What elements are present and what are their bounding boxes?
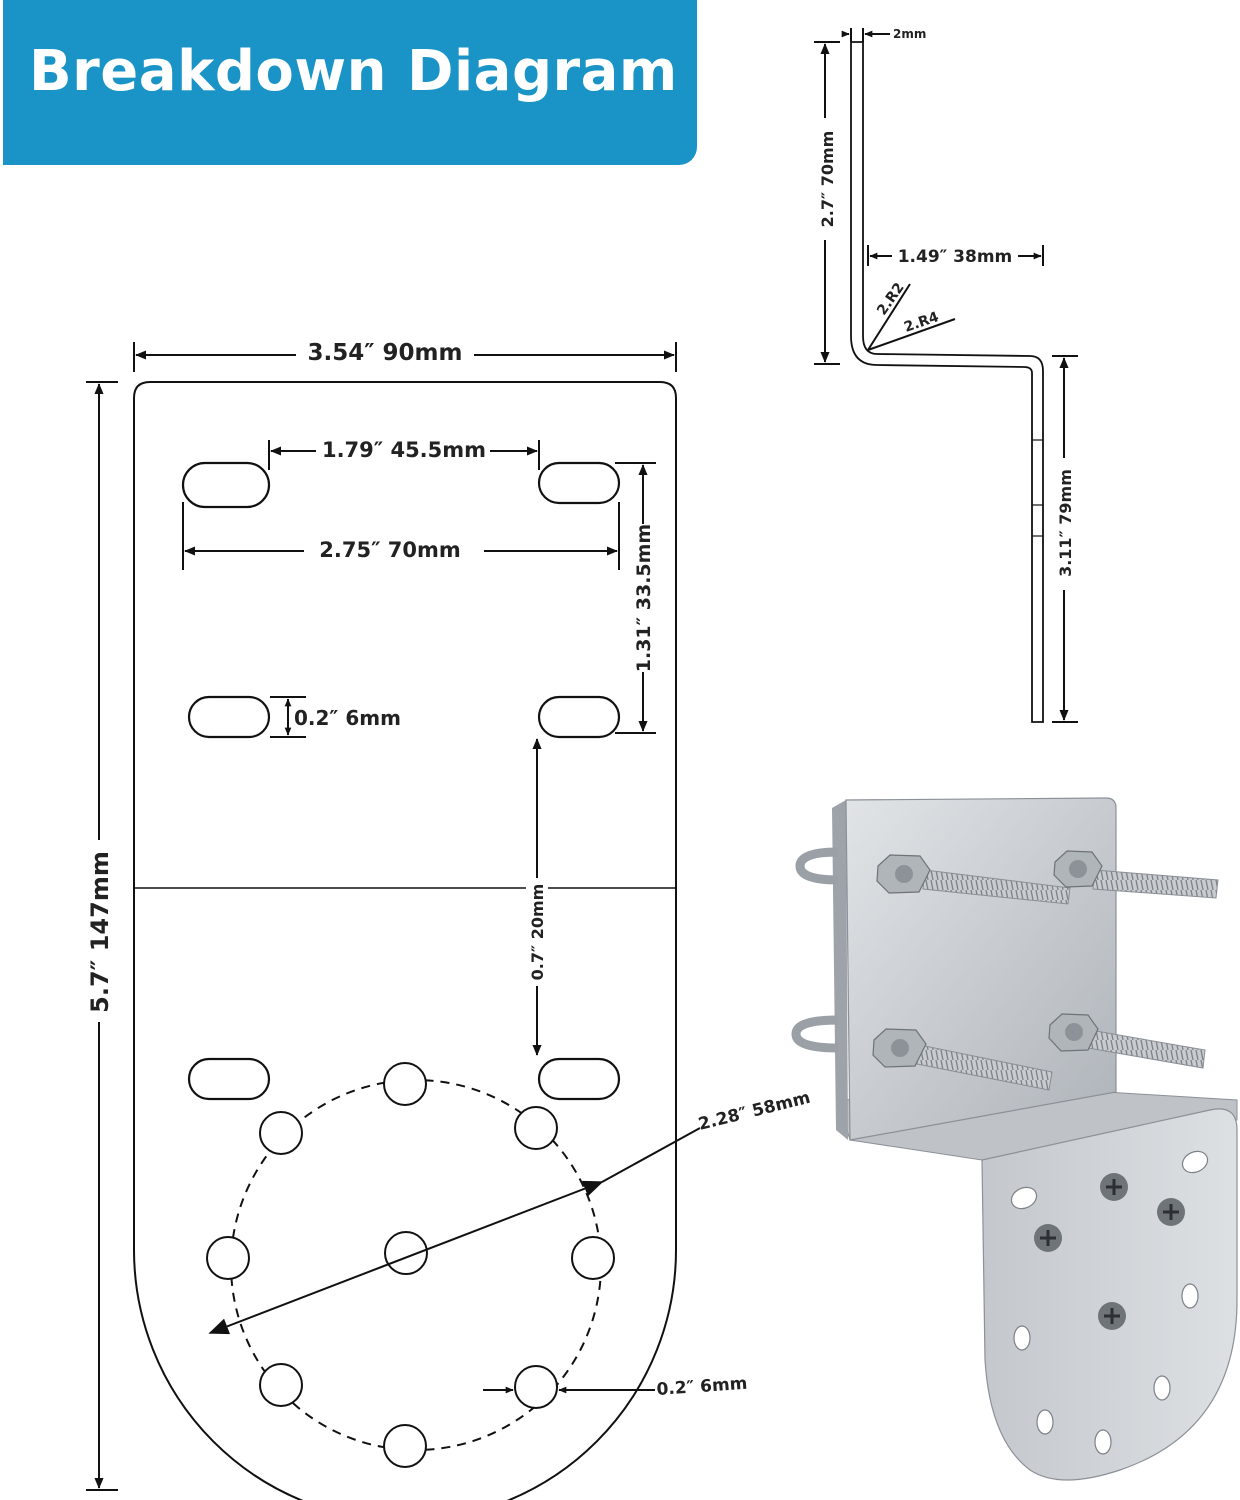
title-banner: Breakdown Diagram xyxy=(3,0,697,165)
slot-width-label: 0.2″ 6mm xyxy=(294,706,401,730)
hole-center xyxy=(384,1231,428,1275)
slot-middle-right xyxy=(537,695,621,739)
hole-lower-left xyxy=(259,1363,303,1407)
side-profile-view: 2mm 2.7″ 70mm 1.49″ 38mm 2.R2 2.R4 3.11″… xyxy=(812,27,1079,723)
circle-diameter-label: 2.28″ 58mm xyxy=(696,1088,812,1135)
hole-right xyxy=(571,1236,615,1280)
slot-top-left xyxy=(181,461,271,509)
page-title: Breakdown Diagram xyxy=(29,39,678,104)
front-view: 3.54″ 90mm 5.7″ 147mm 1.79″ 45.5mm 2.75″… xyxy=(80,335,812,1500)
hole-diameter-label: 0.2″ 6mm xyxy=(656,1374,748,1400)
inner-spacing-label: 1.79″ 45.5mm xyxy=(322,438,486,462)
u-bolt-icon xyxy=(791,847,839,1053)
inner-radius-label: 2.R2 xyxy=(874,280,908,318)
outer-spacing-label: 2.75″ 70mm xyxy=(319,538,461,562)
slot-top-right xyxy=(537,461,621,505)
vertical-spacing-label: 1.31″ 33.5mm xyxy=(633,524,655,672)
threaded-rod-icon xyxy=(916,869,1219,1091)
mounting-bracket-photo xyxy=(791,797,1238,1481)
hole-top xyxy=(383,1062,427,1106)
slot-lower-left xyxy=(187,1057,271,1101)
thickness-label: 2mm xyxy=(893,27,926,41)
offset-label: 1.49″ 38mm xyxy=(898,247,1013,267)
slot-lower-right xyxy=(537,1057,621,1101)
hole-left xyxy=(206,1236,250,1280)
width-label: 3.54″ 90mm xyxy=(308,340,463,366)
phillips-screw-icon xyxy=(1034,1173,1185,1330)
lower-height-label: 3.11″ 79mm xyxy=(1056,469,1075,577)
hole-lower-right xyxy=(514,1365,558,1409)
hex-nut-icon xyxy=(872,850,1103,1068)
hole-upper-right xyxy=(514,1106,558,1150)
hole-upper-left xyxy=(259,1111,303,1155)
circle-diameter-dimension-line xyxy=(208,1180,604,1335)
slot-gap-label: 0.7″ 20mm xyxy=(528,884,547,981)
hole-bottom xyxy=(383,1424,427,1468)
side-profile-shape xyxy=(850,41,1044,723)
upper-height-label: 2.7″ 70mm xyxy=(818,131,837,228)
height-label: 5.7″ 147mm xyxy=(86,851,114,1013)
slot-middle-left xyxy=(187,695,271,739)
